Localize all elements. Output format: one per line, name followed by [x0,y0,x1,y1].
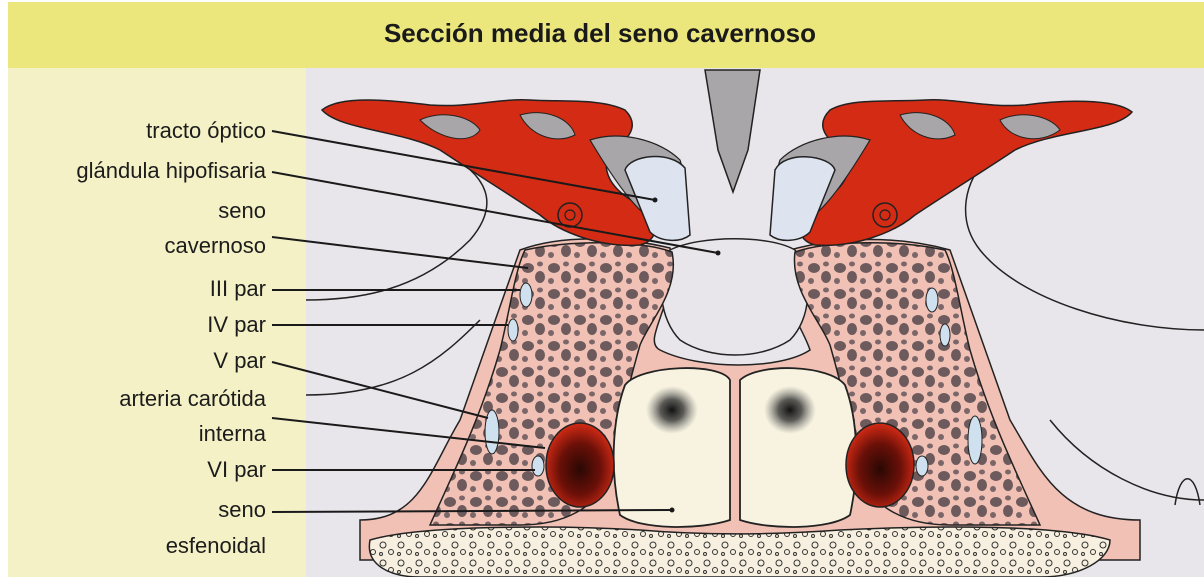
left-nerve-IV [508,319,518,341]
right-internal-carotid [846,423,914,507]
pituitary-gland [661,239,807,355]
dot-sphenoid-sinus [670,508,675,513]
label-III-par: III par [210,276,266,302]
label-IV-par: IV par [207,312,266,338]
left-nerve-V [485,410,499,454]
right-nerve-VI [916,456,928,476]
sphenoid-bone [369,527,1110,577]
label-V-par: V par [213,348,266,374]
label-seno-1: seno [218,198,266,224]
left-internal-carotid [546,423,614,507]
label-seno-2: seno [218,497,266,523]
left-nerve-VI [532,456,544,476]
dot-optic-tract [653,198,658,203]
left-sphenoid-shadow [646,386,698,434]
right-nerve-IV [940,324,950,346]
label-interna: interna [199,421,266,447]
right-nerve-III [926,288,938,312]
right-small-artery [873,203,897,227]
right-sphenoid-shadow [764,386,816,434]
label-arteria-carotida: arteria carótida [119,386,266,412]
label-VI-par: VI par [207,457,266,483]
label-esfenoidal: esfenoidal [166,533,266,559]
right-nerve-V [968,416,982,464]
dot-hypophysis [716,251,721,256]
label-cavernoso: cavernoso [164,233,266,259]
label-optic-tract: tracto óptico [146,118,266,144]
left-small-artery [558,203,582,227]
left-nerve-III [520,283,532,307]
label-hypophysis: glándula hipofisaria [76,158,266,184]
